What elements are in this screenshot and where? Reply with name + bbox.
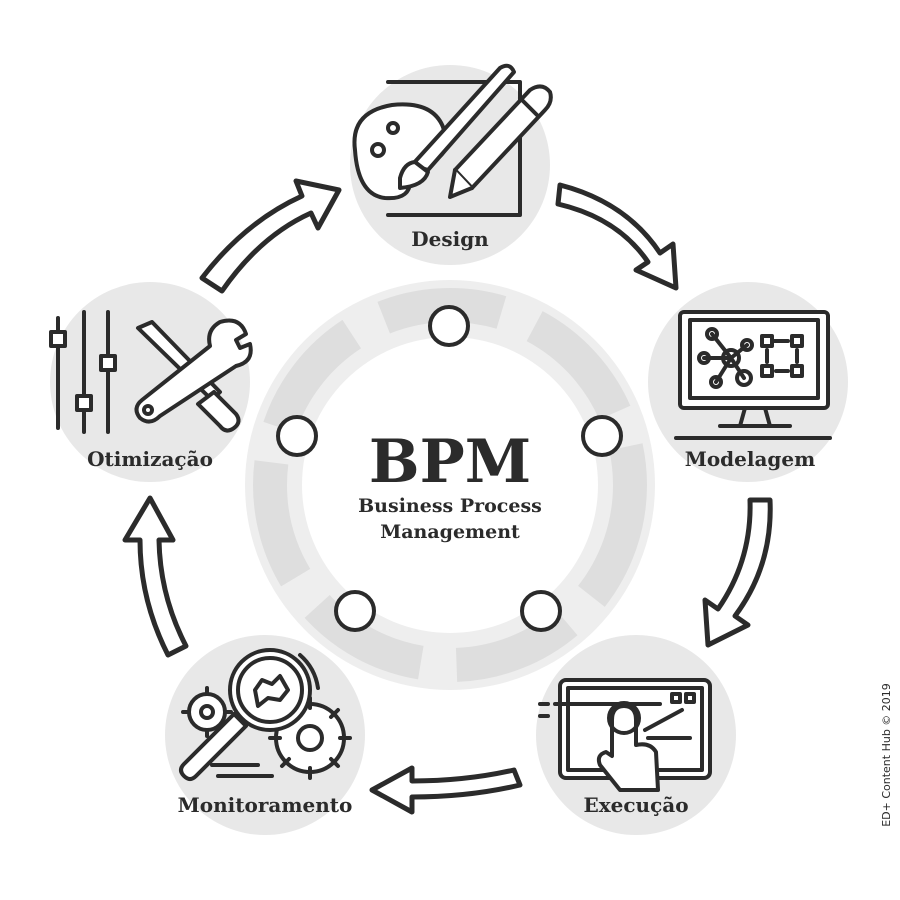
background-ring [245, 280, 655, 690]
palette-brush-pencil-icon [352, 63, 553, 217]
credit-text: ED+ Content Hub © 2019 [880, 683, 893, 827]
stage-label-modelagem: Modelagem [685, 447, 816, 471]
stage-circle-monitoramento [165, 635, 365, 835]
ring-dot [276, 415, 318, 457]
ring-dot [428, 305, 470, 347]
monitor-diagram-icon [674, 310, 832, 440]
center-title: BPM [369, 427, 531, 497]
arrow-execucao-to-monitoramento [369, 765, 523, 815]
arrow-design-to-modelagem [555, 182, 679, 291]
sliders-tools-icon [49, 310, 253, 434]
arrow-otimizacao-to-design [199, 178, 342, 294]
ring-dot [334, 590, 376, 632]
stage-label-otimizacao: Otimização [87, 447, 213, 471]
ring-dots [276, 305, 623, 632]
stage-label-execucao: Execução [583, 793, 688, 817]
arrow-monitoramento-to-otimizacao [122, 495, 189, 658]
arrow-modelagem-to-execucao [702, 497, 773, 648]
stage-label-monitoramento: Monitoramento [178, 793, 353, 817]
ring-dot [520, 590, 562, 632]
magnifier-gears-icon [179, 648, 352, 781]
stage-circle-otimizacao [50, 282, 250, 482]
center-subtitle-line2: Management [380, 521, 520, 543]
stage-label-design: Design [411, 227, 489, 251]
tablet-touch-icon [538, 678, 712, 792]
ring-dot [581, 415, 623, 457]
cycle-arrows [122, 178, 773, 815]
center-subtitle-line1: Business Process [358, 495, 542, 517]
